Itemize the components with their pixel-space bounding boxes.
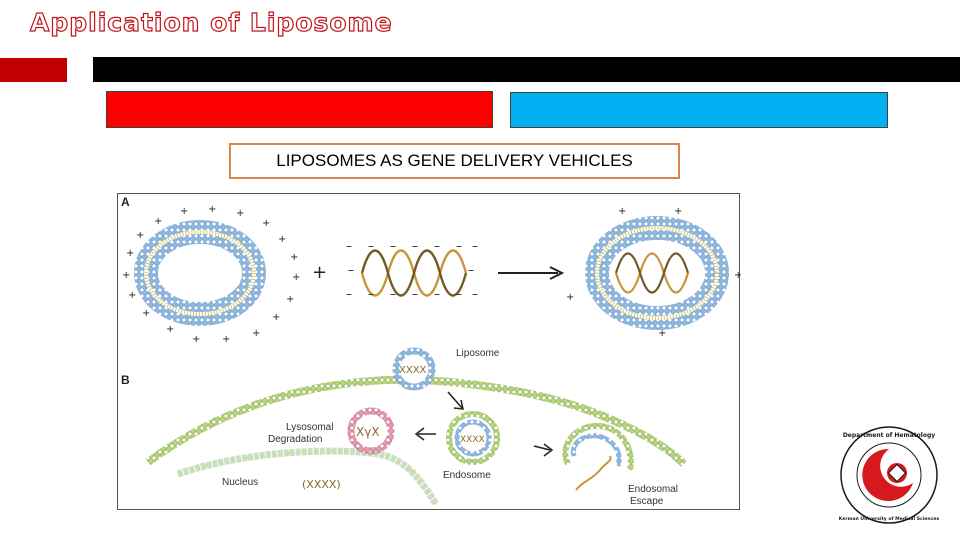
svg-text:(XXXX): (XXXX) xyxy=(302,478,341,491)
svg-text:+: + xyxy=(278,234,286,245)
svg-text:+: + xyxy=(192,334,200,345)
empty-liposome xyxy=(134,220,266,326)
svg-text:–: – xyxy=(348,263,354,277)
svg-text:XXXX: XXXX xyxy=(460,435,485,445)
svg-text:+: + xyxy=(122,270,130,281)
dna-helix xyxy=(360,249,468,297)
liposome-label: Liposome xyxy=(456,348,500,359)
svg-text:+: + xyxy=(236,208,244,219)
svg-text:+: + xyxy=(292,272,300,283)
svg-text:+: + xyxy=(126,248,134,259)
svg-text:Kerman University of Medical S: Kerman University of Medical Sciences xyxy=(839,516,939,522)
svg-text:–: – xyxy=(390,287,396,301)
positive-charges: ++++ ++++ ++++ ++++ +++ xyxy=(122,204,300,345)
lysosomal-label: Lysosomal xyxy=(286,422,333,433)
red-box xyxy=(106,91,493,128)
svg-text:+: + xyxy=(128,290,136,301)
negative-charges: –––– ––– –––– ––– –– xyxy=(346,239,478,301)
svg-text:+: + xyxy=(658,328,666,339)
svg-text:–: – xyxy=(346,239,352,253)
department-logo: Department of Hematology Kerman Universi… xyxy=(839,425,940,525)
svg-text:–: – xyxy=(346,287,352,301)
svg-text:–: – xyxy=(390,239,396,253)
svg-text:–: – xyxy=(412,287,418,301)
cell-membrane xyxy=(145,375,687,467)
blue-box xyxy=(510,92,888,128)
panel-a-label: A xyxy=(121,195,130,209)
svg-text:+: + xyxy=(222,334,230,345)
svg-text:+: + xyxy=(262,218,270,229)
svg-text:–: – xyxy=(456,239,462,253)
svg-text:+: + xyxy=(566,292,574,303)
svg-text:+: + xyxy=(208,204,216,215)
decorative-black-bar xyxy=(93,57,960,82)
degradation-label: Degradation xyxy=(268,434,322,445)
svg-text:–: – xyxy=(434,287,440,301)
broken-endosome xyxy=(562,422,634,471)
svg-text:–: – xyxy=(472,239,478,253)
svg-text:–: – xyxy=(468,263,474,277)
svg-text:+: + xyxy=(136,230,144,241)
svg-text:+: + xyxy=(180,206,188,217)
liposome-gene-delivery-figure: A B ++++ ++++ ++++ ++++ +++ + –––– ––– –… xyxy=(117,193,741,510)
svg-text:+: + xyxy=(674,206,682,217)
svg-text:+: + xyxy=(272,312,280,323)
svg-text:+: + xyxy=(286,294,294,305)
svg-text:+: + xyxy=(618,206,626,217)
svg-text:+: + xyxy=(252,328,260,339)
svg-text:–: – xyxy=(456,287,462,301)
svg-text:–: – xyxy=(472,287,478,301)
lysosome xyxy=(347,407,395,455)
svg-text:+: + xyxy=(154,216,162,227)
svg-text:–: – xyxy=(368,287,374,301)
svg-text:–: – xyxy=(434,239,440,253)
decorative-red-bar xyxy=(0,58,67,82)
slide-title: Application of Liposome xyxy=(29,7,393,37)
svg-text:XγX: XγX xyxy=(356,425,380,439)
svg-text:+: + xyxy=(290,252,298,263)
endosomal-label: Endosomal xyxy=(628,484,678,495)
escape-label: Escape xyxy=(630,496,664,507)
svg-text:Department of Hematology: Department of Hematology xyxy=(843,432,935,439)
panel-b-label: B xyxy=(121,373,130,387)
svg-text:+: + xyxy=(142,308,150,319)
figure-caption: LIPOSOMES AS GENE DELIVERY VEHICLES xyxy=(229,143,680,179)
dna-loaded-liposome xyxy=(585,216,729,330)
svg-text:+: + xyxy=(734,270,741,281)
nucleus-label: Nucleus xyxy=(222,477,258,488)
svg-text:+: + xyxy=(312,262,327,283)
svg-text:–: – xyxy=(368,239,374,253)
svg-text:–: – xyxy=(412,239,418,253)
svg-text:+: + xyxy=(166,324,174,335)
endosome-label: Endosome xyxy=(443,470,491,481)
svg-text:XXXX: XXXX xyxy=(399,365,427,376)
